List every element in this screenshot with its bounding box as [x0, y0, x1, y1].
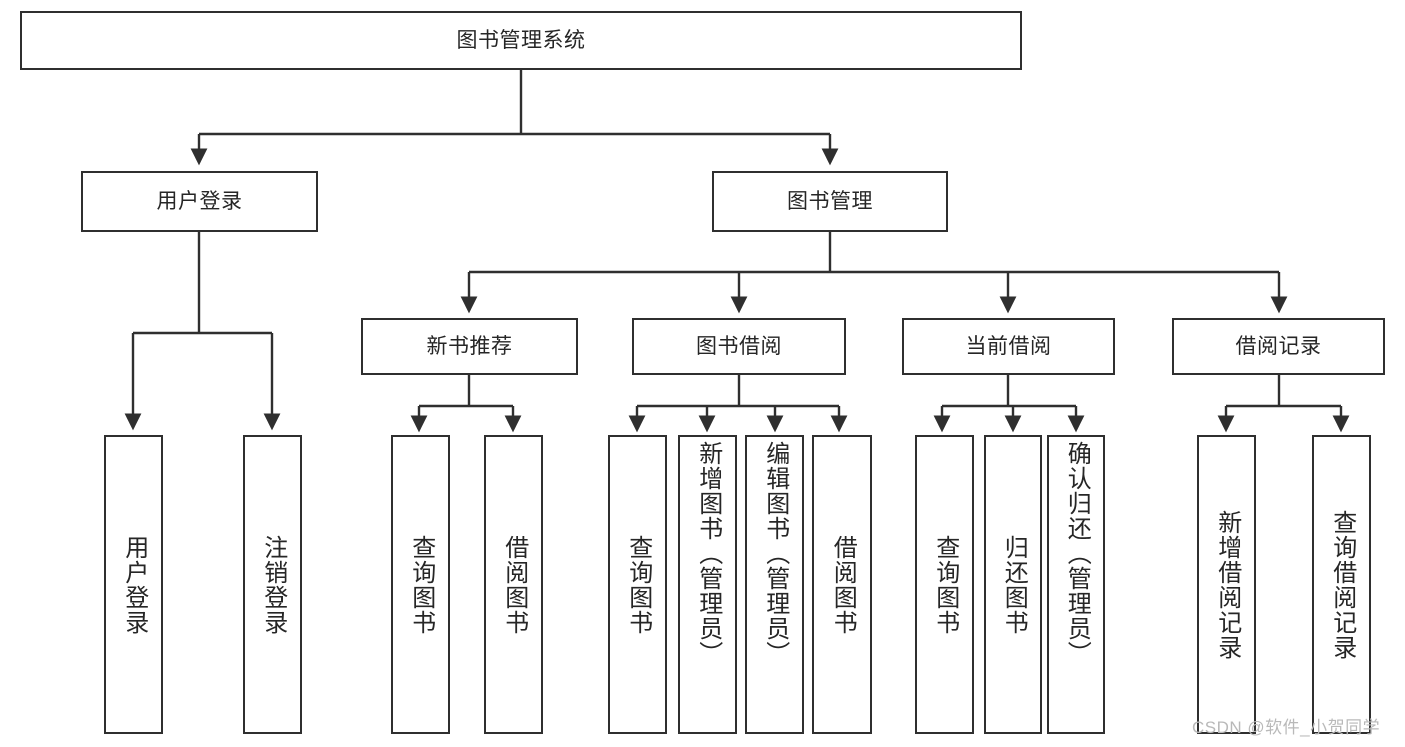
- leaf-add-book-admin[interactable]: 新增图书（管理员）: [678, 435, 737, 734]
- node-new-book-recommend[interactable]: 新书推荐: [361, 318, 578, 375]
- leaf-query-book-recommend[interactable]: 查询图书: [391, 435, 450, 734]
- node-label: 当前借阅: [965, 334, 1052, 358]
- node-book-management[interactable]: 图书管理: [712, 171, 948, 232]
- node-user-login[interactable]: 用户登录: [81, 171, 318, 232]
- node-label: 用户登录: [120, 534, 148, 635]
- node-label: 新增图书（管理员）: [694, 441, 722, 666]
- node-root-system[interactable]: 图书管理系统: [20, 11, 1022, 70]
- leaf-user-login[interactable]: 用户登录: [104, 435, 163, 734]
- node-label: 归还图书: [1000, 534, 1028, 635]
- leaf-return-book[interactable]: 归还图书: [984, 435, 1042, 734]
- node-current-borrow[interactable]: 当前借阅: [902, 318, 1115, 375]
- leaf-add-borrow-record[interactable]: 新增借阅记录: [1197, 435, 1256, 734]
- leaf-confirm-return-admin[interactable]: 确认归还（管理员）: [1047, 435, 1105, 734]
- leaf-borrow-book-recommend[interactable]: 借阅图书: [484, 435, 543, 734]
- node-label: 查询借阅记录: [1328, 509, 1356, 660]
- node-label: 查询图书: [931, 534, 959, 635]
- node-label: 借阅记录: [1235, 334, 1322, 358]
- leaf-query-borrow-record[interactable]: 查询借阅记录: [1312, 435, 1371, 734]
- node-label: 用户登录: [156, 189, 243, 213]
- node-label: 借阅图书: [829, 534, 857, 635]
- leaf-user-logout[interactable]: 注销登录: [243, 435, 302, 734]
- csdn-watermark: CSDN @软件_小贺同学: [1192, 718, 1381, 737]
- node-label: 编辑图书（管理员）: [761, 441, 789, 666]
- leaf-query-book-current[interactable]: 查询图书: [915, 435, 974, 734]
- node-label: 借阅图书: [500, 534, 528, 635]
- leaf-edit-book-admin[interactable]: 编辑图书（管理员）: [745, 435, 804, 734]
- node-label: 查询图书: [407, 534, 435, 635]
- node-label: 新书推荐: [426, 334, 513, 358]
- leaf-query-book-borrow[interactable]: 查询图书: [608, 435, 667, 734]
- node-label: 图书管理: [787, 189, 873, 213]
- node-label: 确认归还（管理员）: [1063, 441, 1091, 666]
- leaf-borrow-book[interactable]: 借阅图书: [812, 435, 872, 734]
- node-label: 图书管理系统: [456, 28, 586, 52]
- node-label: 查询图书: [624, 534, 652, 635]
- node-borrow-record[interactable]: 借阅记录: [1172, 318, 1385, 375]
- node-label: 图书借阅: [696, 334, 782, 358]
- node-label: 新增借阅记录: [1213, 509, 1241, 660]
- node-label: 注销登录: [259, 534, 287, 635]
- node-book-borrow[interactable]: 图书借阅: [632, 318, 846, 375]
